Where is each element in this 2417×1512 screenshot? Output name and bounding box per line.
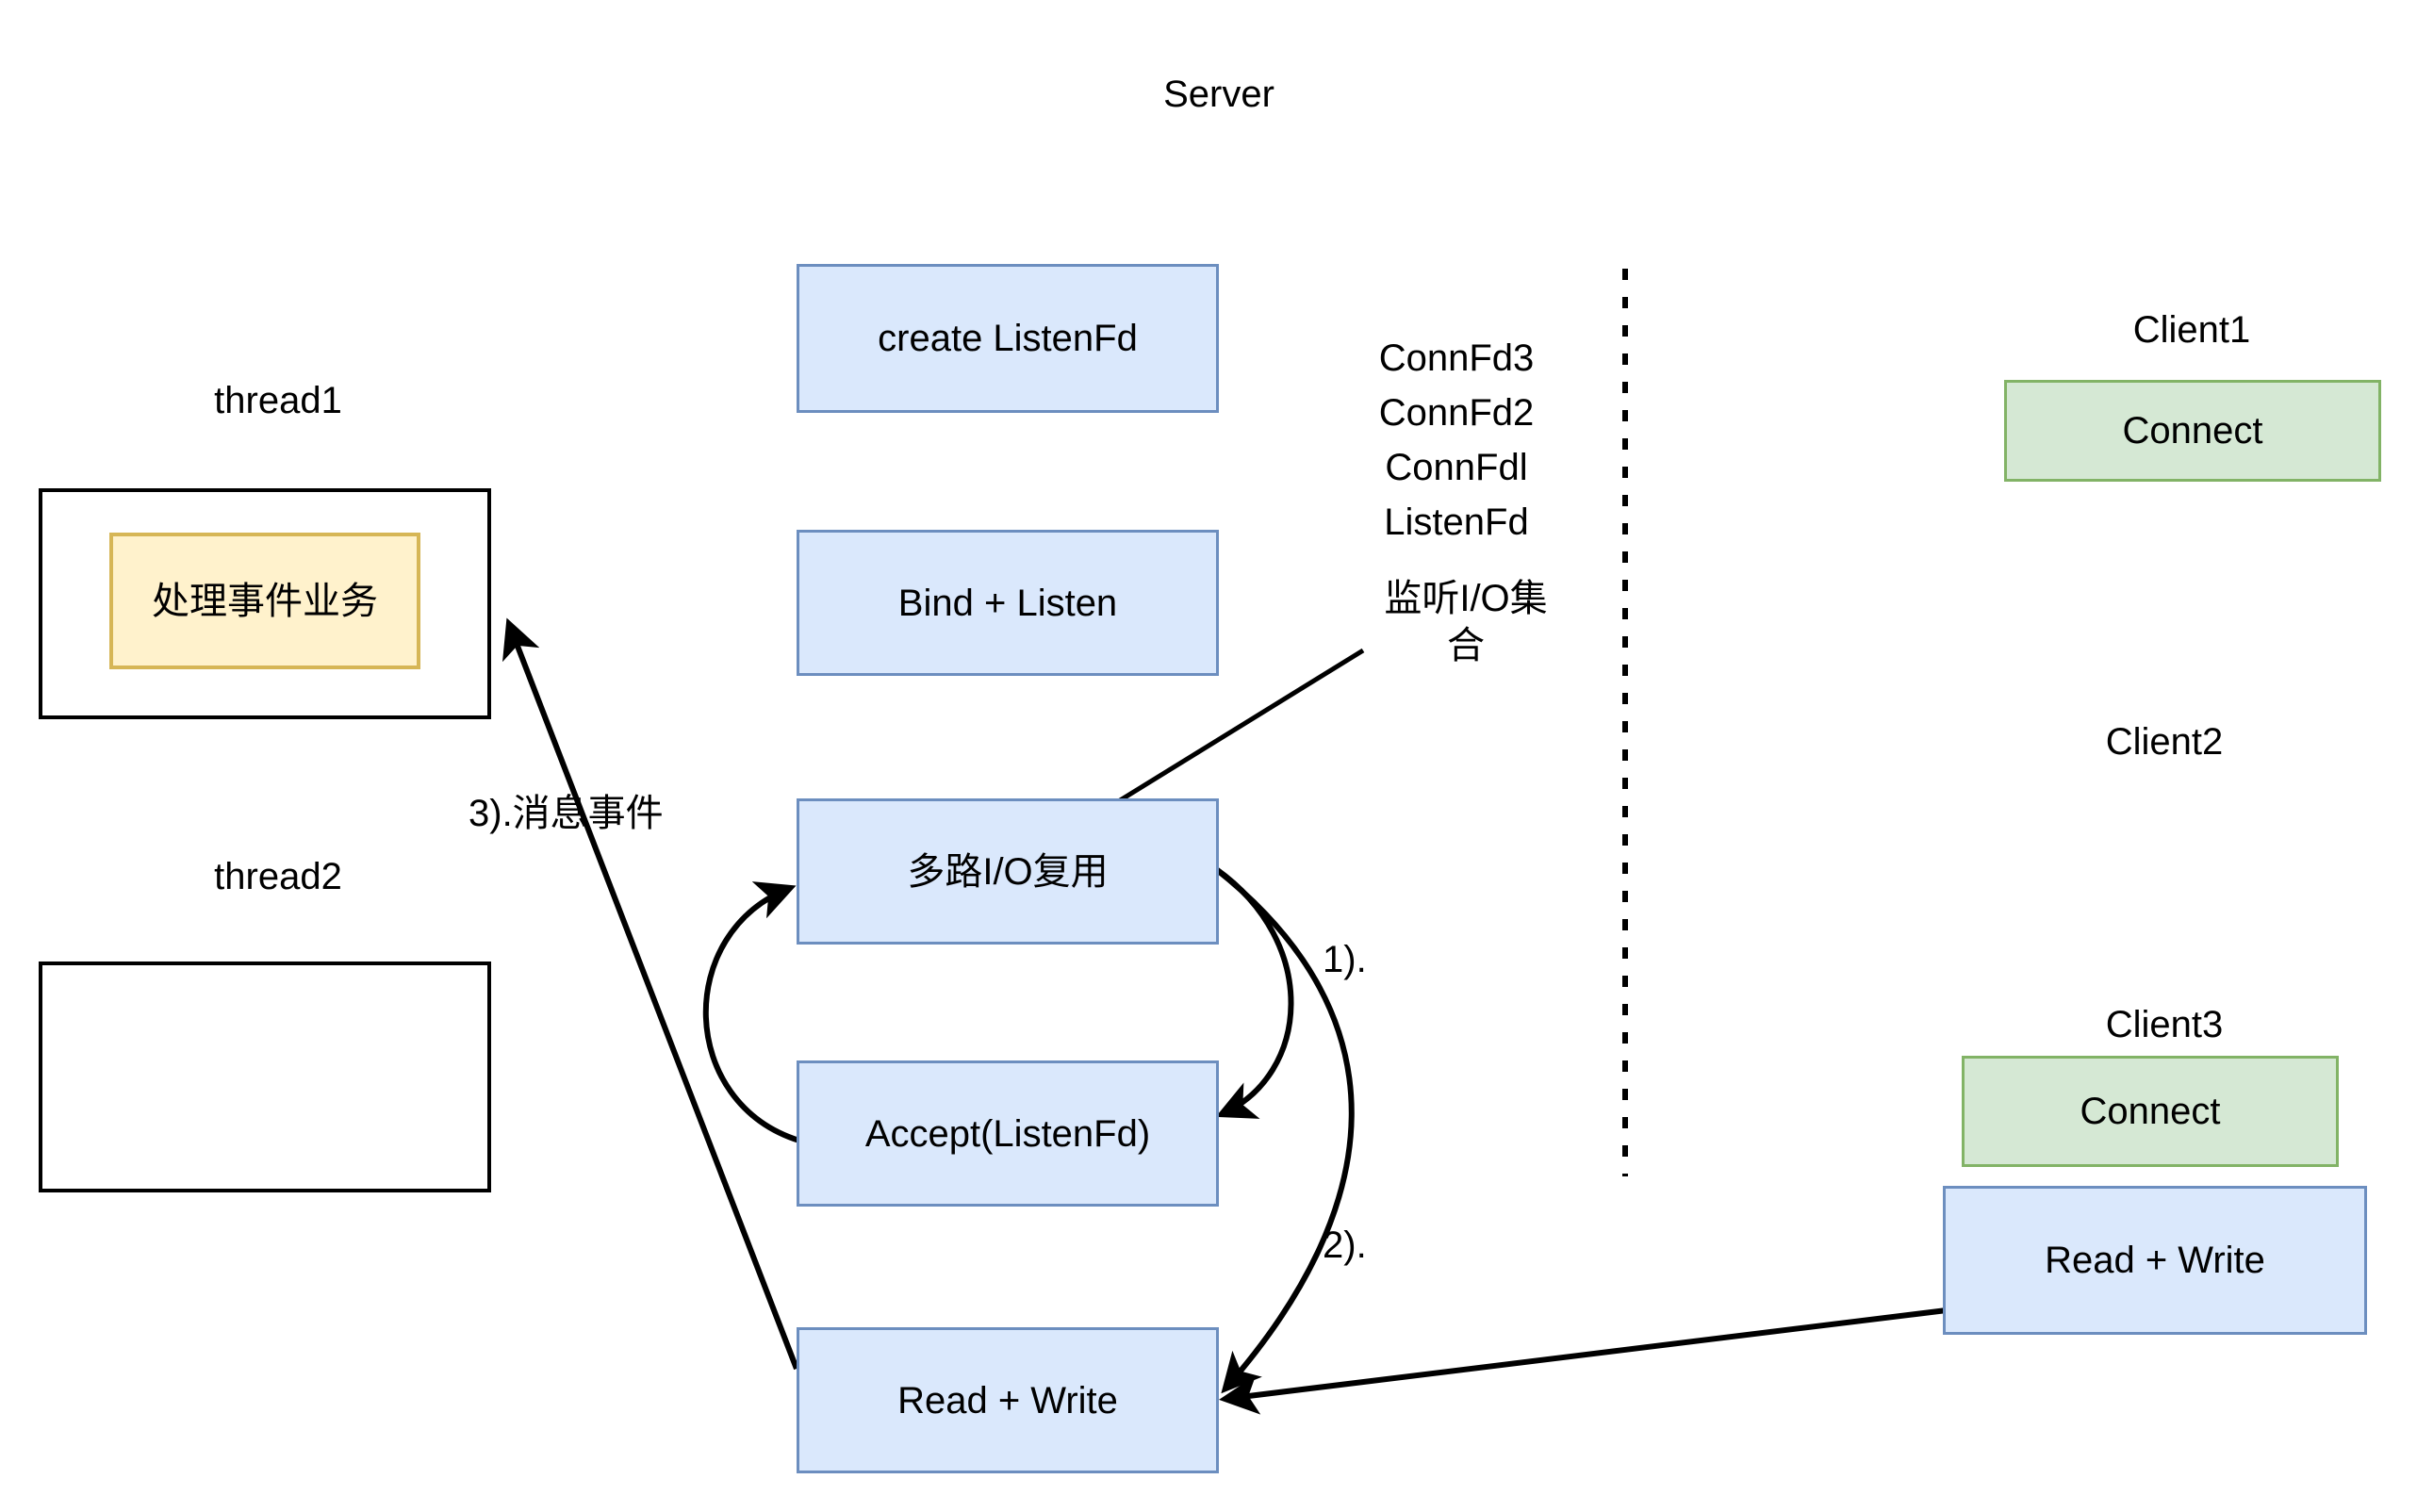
node-bind-listen[interactable]: Bind + Listen — [797, 530, 1219, 676]
fd-set-entry-connfd3: ConnFd3 — [1378, 337, 1535, 379]
edge-label-step3: 3).消息事件 — [469, 793, 664, 834]
thread2-label: thread2 — [214, 856, 342, 897]
edge-accept-to-io-multiplex — [702, 881, 800, 1143]
node-server-read-write[interactable]: Read + Write — [797, 1327, 1219, 1473]
edge-io-multiplex-to-accept — [1214, 866, 1294, 1119]
client2-label: Client2 — [2105, 721, 2224, 763]
fd-set-entry-listenfd: ListenFd — [1384, 501, 1529, 543]
client3-connect-box[interactable]: Connect — [1962, 1056, 2339, 1167]
fd-set-entry-connfd2: ConnFd2 — [1378, 392, 1535, 434]
node-create-listenfd[interactable]: create ListenFd — [797, 264, 1219, 413]
edge-client3-to-server-read-write — [1219, 1307, 1948, 1415]
thread2-box[interactable] — [39, 961, 491, 1192]
node-accept-listenfd[interactable]: Accept(ListenFd) — [797, 1060, 1219, 1207]
page-title: Server — [1163, 74, 1274, 115]
client3-read-write-box[interactable]: Read + Write — [1943, 1186, 2367, 1335]
edge-label-step2: 2). — [1323, 1224, 1367, 1266]
edge-label-step1: 1). — [1323, 939, 1367, 980]
node-io-multiplex[interactable]: 多路I/O复用 — [797, 798, 1219, 945]
fd-set-entry-connfd1: ConnFdl — [1385, 447, 1528, 488]
thread1-label: thread1 — [214, 380, 342, 421]
fd-set-caption: 监听I/O集 合 — [1384, 578, 1548, 666]
edge-read-write-to-thread1 — [502, 617, 799, 1371]
client1-connect-box[interactable]: Connect — [2004, 380, 2381, 482]
client1-label: Client1 — [2132, 309, 2251, 351]
client3-label: Client3 — [2105, 1004, 2224, 1045]
thread1-handler-box[interactable]: 处理事件业务 — [109, 533, 420, 669]
